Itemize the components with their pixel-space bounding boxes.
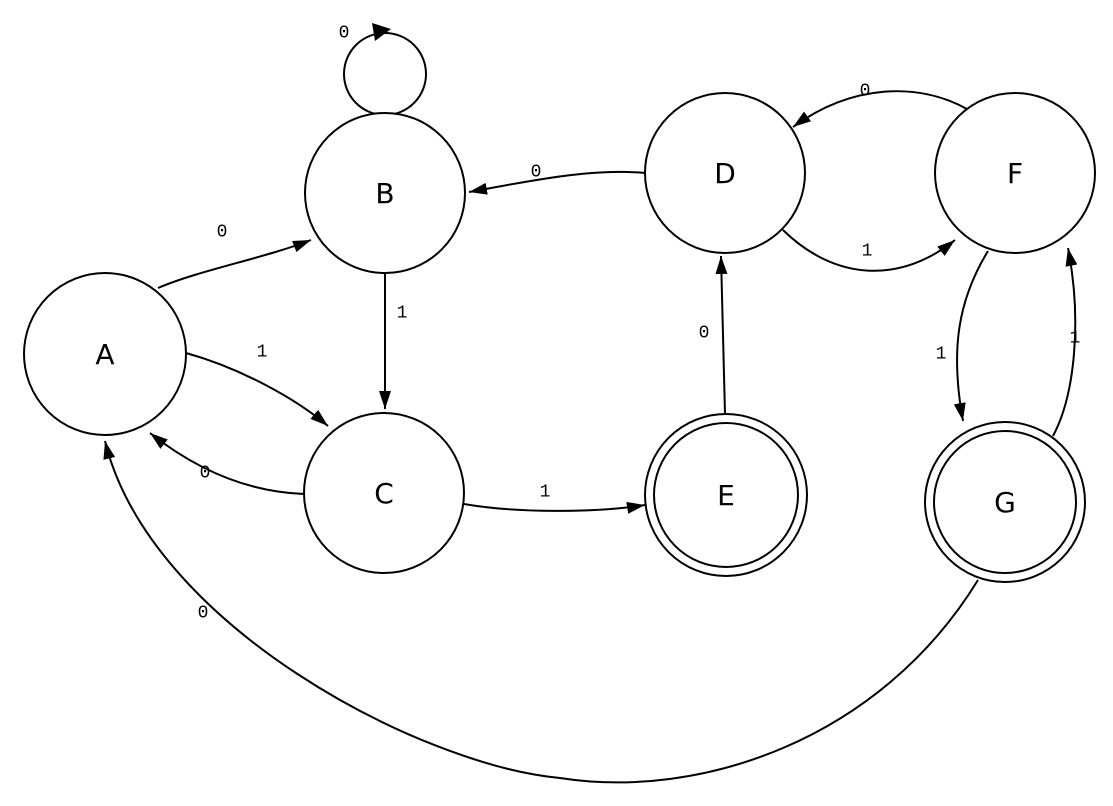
transition-C-E: 1 [463,482,646,514]
edge-label: 1 [397,303,408,323]
state-D: D [644,92,806,254]
arrowhead-icon [372,23,391,41]
edge-line [1052,247,1078,437]
edge-label: 1 [862,241,873,261]
state-label: A [95,338,114,371]
edge-line [715,255,728,415]
state-outer-circle [304,112,466,274]
state-label: D [714,157,736,190]
state-outer-circle [644,92,806,254]
transition-A-C: 1 [185,342,329,427]
edge-label: 1 [936,344,947,364]
edge-line [103,440,979,784]
states-layer: A B C D E F G [23,92,1096,583]
transitions-layer: 0 0 1 0 1 0 1 0 0 1 1 1 0 [103,23,1081,784]
self-loop-edge [343,32,427,116]
edge-line [468,170,646,195]
state-C: C [303,412,465,574]
transition-G-F: 1 [1052,247,1081,437]
transition-F-G: 1 [936,250,989,422]
state-F: F [934,92,1096,254]
state-G: G [924,421,1086,583]
transition-C-A: 0 [149,432,305,495]
transition-B-B: 0 [339,23,427,116]
edge-label: 0 [860,81,871,101]
edge-label: 0 [200,463,211,483]
state-A: A [23,272,187,436]
state-label: E [717,479,735,512]
edge-label: 1 [257,342,268,362]
edge-line [792,90,968,128]
state-label: C [374,477,394,510]
transition-D-F: 1 [782,229,956,272]
state-outer-circle [303,412,465,574]
edge-label: 0 [339,23,350,43]
transition-G-A: 0 [103,440,979,784]
state-E: E [644,413,808,577]
state-outer-circle [23,272,187,436]
state-label: F [1007,157,1023,190]
state-inner-circle [933,430,1077,574]
edge-label: 1 [1070,328,1081,348]
edge-label: 0 [699,323,710,343]
edge-line [157,239,312,289]
edge-label: 0 [198,603,209,623]
state-B: B [304,112,466,274]
state-inner-circle [653,422,799,568]
edge-label: 0 [531,162,542,182]
transition-B-C: 1 [379,274,408,409]
edge-line [953,250,989,422]
edge-line [185,352,329,427]
edge-line [149,432,305,495]
edge-label: 0 [217,222,228,242]
state-label: G [994,486,1016,519]
transition-E-D: 0 [699,255,728,415]
transition-F-D: 0 [792,81,968,128]
edge-line [463,501,646,514]
state-label: B [375,177,394,210]
transition-A-B: 0 [157,222,312,289]
edge-label: 1 [540,482,551,502]
edge-line [782,229,956,272]
state-outer-circle [934,92,1096,254]
transition-D-B: 0 [468,162,646,195]
